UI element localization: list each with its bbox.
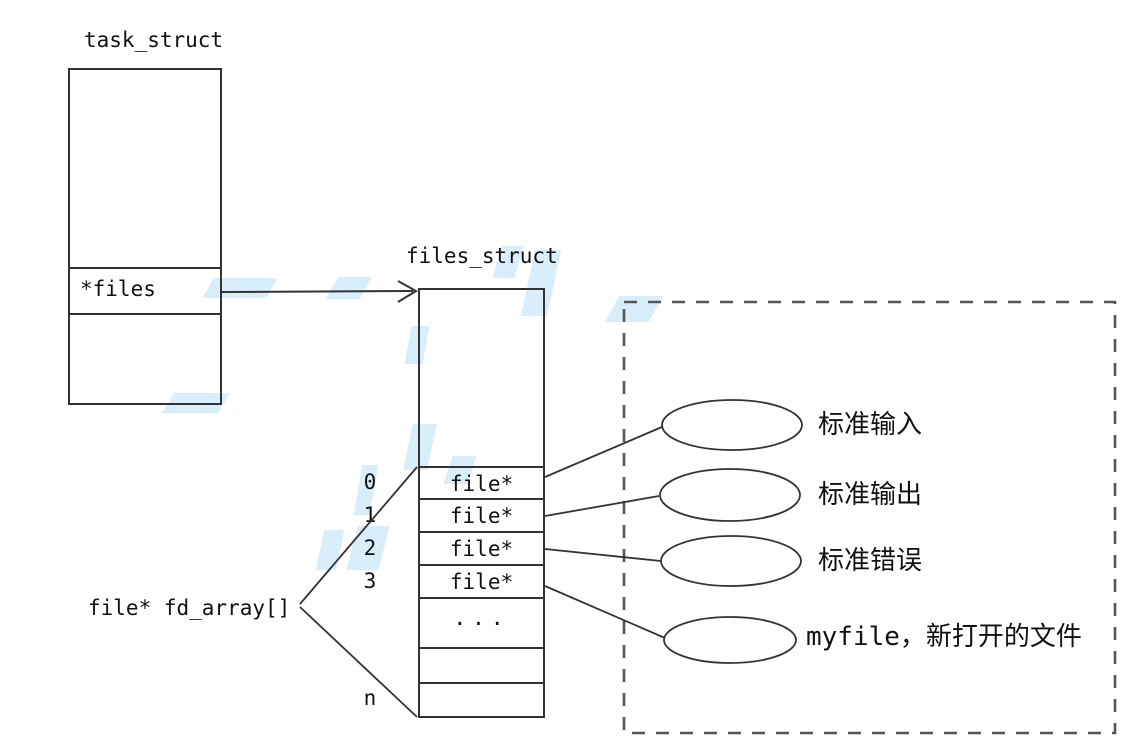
fd-row-divider: [420, 498, 543, 500]
connector-fd0: [544, 426, 663, 478]
fd-row-divider: [420, 597, 543, 599]
fd-ellipsis-row: ...: [453, 606, 510, 630]
task-struct-box: *files: [68, 68, 222, 405]
fd-index-label: 1: [363, 503, 377, 527]
fd-row-value: file*: [449, 472, 514, 496]
open-file-ellipse-stderr: [660, 535, 802, 587]
fd-row-divider: [420, 682, 543, 684]
open-file-label-myfile: myfile，新打开的文件: [806, 622, 1082, 652]
task-struct-title: task_struct: [84, 28, 224, 52]
arrowhead-icon: [397, 280, 418, 303]
watermark-fragment: [604, 296, 664, 322]
fd-index-label: 3: [363, 569, 377, 593]
open-file-ellipse-myfile: [663, 616, 797, 664]
files-pointer-field: *files: [80, 277, 156, 301]
fd-row-divider: [420, 531, 543, 533]
watermark-fragment: [315, 530, 345, 570]
fd-row-value: file*: [449, 504, 514, 528]
files-struct-box: file* file* file* file* ...: [418, 288, 545, 718]
fd-row-divider: [420, 564, 543, 566]
task-struct-row-divider: [70, 313, 220, 315]
fd-array-label: file* fd_array[]: [88, 596, 291, 620]
open-file-ellipse-stdout: [659, 468, 801, 522]
files-struct-title: files_struct: [406, 244, 558, 268]
task-struct-row-divider: [70, 267, 220, 269]
connector-fd1: [544, 495, 660, 517]
fd-array-fan-line-bottom: [299, 606, 418, 718]
fd-row-divider: [420, 466, 543, 468]
fd-row-value: file*: [449, 570, 514, 594]
open-file-ellipse-stdin: [661, 399, 803, 451]
fd-index-label: 0: [363, 470, 377, 494]
fd-row-divider: [420, 647, 543, 649]
watermark-fragment: [325, 277, 373, 299]
open-file-label-stdin: 标准输入: [818, 410, 923, 440]
fd-index-label: 2: [363, 536, 377, 560]
fd-last-index-label: n: [363, 686, 377, 710]
open-file-label-stderr: 标准错误: [818, 546, 923, 576]
connector-fd2: [544, 548, 662, 562]
fd-row-value: file*: [449, 537, 514, 561]
connector-fd3: [544, 585, 666, 639]
open-file-label-stdout: 标准输出: [818, 480, 923, 510]
dashed-boundary: [622, 300, 1117, 735]
